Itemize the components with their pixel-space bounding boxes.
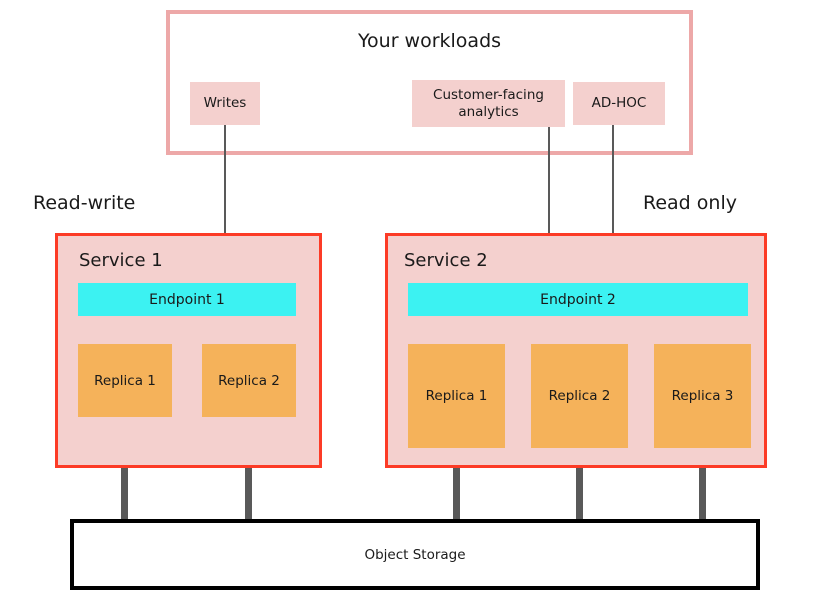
arrow-writes-line [224,125,226,259]
service-2-replica-3[interactable]: Replica 3 [654,344,751,448]
service-2-replica-2[interactable]: Replica 2 [531,344,628,448]
service-1-replica-2[interactable]: Replica 2 [202,344,296,417]
object-storage-box[interactable]: Object Storage [70,519,760,590]
workload-chip-writes[interactable]: Writes [190,82,260,125]
service-1-replica-1[interactable]: Replica 1 [78,344,172,417]
workloads-title: Your workloads [357,30,502,52]
service-2-replica-1[interactable]: Replica 1 [408,344,505,448]
service-1-title: Service 1 [79,250,163,271]
arrow-analytics-line [548,127,550,259]
endpoint-2[interactable]: Endpoint 2 [408,283,748,316]
service-2-title: Service 2 [404,250,488,271]
workload-chip-customer-facing-analytics[interactable]: Customer-facing analytics [412,80,565,127]
endpoint-1[interactable]: Endpoint 1 [78,283,296,316]
caption-read-only: Read only [643,192,737,214]
workload-chip-ad-hoc[interactable]: AD-HOC [573,82,665,125]
caption-read-write: Read-write [33,192,136,214]
arrow-adhoc-line [612,125,614,259]
